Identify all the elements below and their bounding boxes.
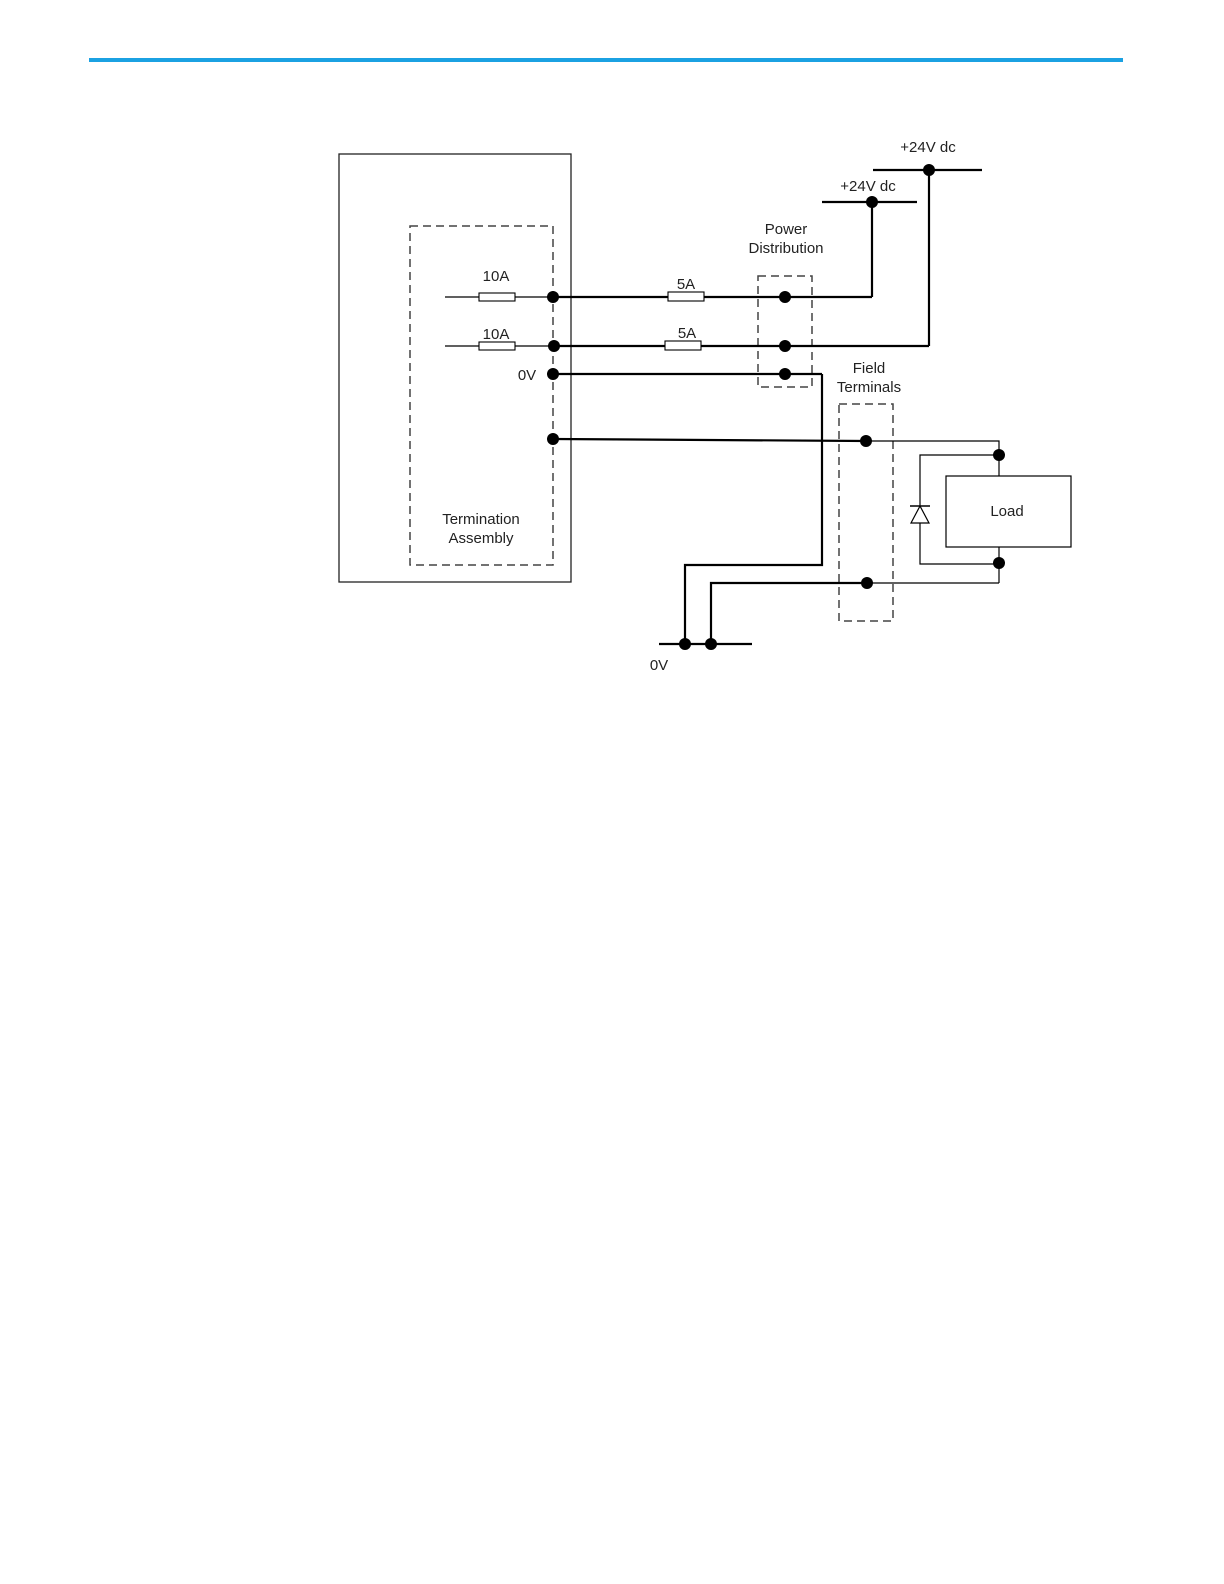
label-termination-assembly-1: Termination [442,511,520,528]
fuse-5a-bottom [665,341,701,350]
label-load: Load [990,503,1023,520]
output-to-load [866,441,999,455]
label-zero-v-bus: 0V [650,657,668,674]
zero-v-bus-node-a [679,638,691,650]
fuse-10a-bottom [479,342,515,350]
row1-node-ta [547,291,559,303]
fuse-5a-top [668,292,704,301]
supply-node-a [923,164,935,176]
label-zero-v-terminal: 0V [518,367,536,384]
load-node-bottom [993,557,1005,569]
label-fuse-10a-top: 10A [483,268,510,285]
zero-v-return-a [685,374,822,644]
zero-v-bus-node-b [705,638,717,650]
zero-v-node-ta [547,368,559,380]
output-feed [553,439,866,441]
row2-node-pd [779,340,791,352]
supply-node-b [866,196,878,208]
label-termination-assembly-2: Assembly [448,530,514,547]
fuse-10a-top [479,293,515,301]
label-fuse-5a-top: 5A [677,276,695,293]
zero-v-return-b [711,583,867,644]
label-fuse-5a-bottom: 5A [678,325,696,342]
label-power-distribution-1: Power [765,221,808,238]
label-field-terminals-2: Terminals [837,379,901,396]
label-supply-a: +24V dc [900,139,956,156]
output-node-ft [860,435,872,447]
row1-node-pd [779,291,791,303]
label-field-terminals-1: Field [853,360,886,377]
zero-v-node-pd [779,368,791,380]
return-node-ft [861,577,873,589]
wiring-diagram: +24V dc +24V dc Power Distribution 10A 5… [0,0,1224,760]
label-supply-b: +24V dc [840,178,896,195]
label-power-distribution-2: Distribution [748,240,823,257]
row2-node-ta [548,340,560,352]
diode-icon [911,506,929,523]
output-node-ta [547,433,559,445]
label-fuse-10a-bottom: 10A [483,326,510,343]
